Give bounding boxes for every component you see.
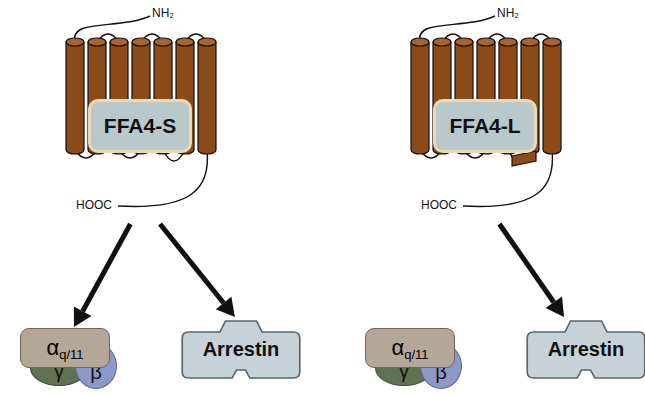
signal-arrow: [74, 224, 131, 327]
receptor-helices: [66, 16, 216, 207]
terminus-label: NH₂: [152, 6, 174, 20]
g-alpha-subunit: αq/11: [365, 328, 455, 368]
signal-arrow: [499, 224, 564, 317]
subunit-symbol: α: [46, 335, 59, 361]
receptor-name: FFA4-L: [449, 114, 520, 138]
arrestin-name: Arrestin: [180, 338, 302, 361]
arrestin-name: Arrestin: [525, 338, 645, 361]
receptor-name: FFA4-S: [104, 114, 176, 138]
terminus-label: NH₂: [497, 6, 519, 20]
g-alpha-subunit: αq/11: [20, 328, 110, 368]
arrestin-shape: Arrestin: [180, 318, 302, 380]
receptor: FFA4-S: [60, 5, 220, 222]
receptor-helices: [411, 16, 561, 207]
receptor-core: FFA4-L: [433, 99, 537, 153]
arrestin-shape: Arrestin: [525, 318, 645, 380]
signal-arrow: [160, 224, 235, 317]
terminus-label: HOOC: [76, 198, 112, 212]
terminus-label: HOOC: [421, 198, 457, 212]
subunit-subscript: q/11: [59, 347, 83, 362]
subunit-subscript: q/11: [404, 347, 428, 362]
receptor-core: FFA4-S: [88, 99, 192, 153]
subunit-symbol: α: [391, 335, 404, 361]
receptor: FFA4-L: [405, 5, 565, 222]
